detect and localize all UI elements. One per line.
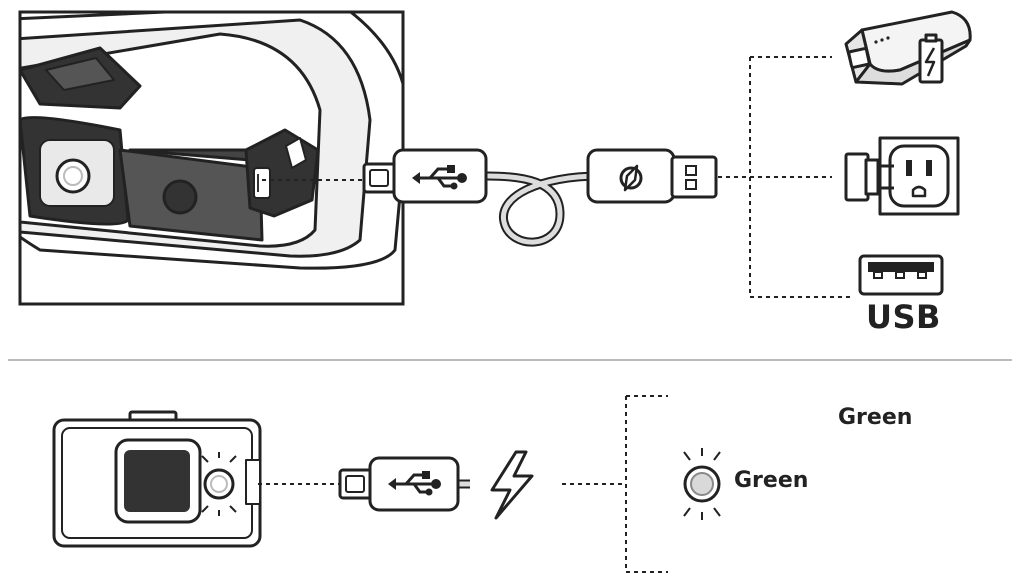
lightning-bolt-icon [490,450,534,520]
usb-port-icon [858,254,944,296]
led-rays-rear [201,452,237,516]
power-bank-icon [844,10,972,86]
usb-symbol-icon [388,471,441,496]
led-indicator-icon [683,448,721,520]
headlamp-rear [52,410,262,548]
wall-outlet-icon [844,136,960,216]
usb-symbol-icon [412,165,467,190]
usb-cable [362,148,718,247]
status-label-led: Green [734,468,809,493]
usb-cable-bottom [338,456,470,512]
status-label-top: Green [838,405,913,430]
usb-label: USB [866,298,941,336]
power-logo-icon [619,164,643,192]
headlamp-closeup [18,10,405,306]
power-source-branches [718,56,850,298]
status-branches [562,395,668,573]
